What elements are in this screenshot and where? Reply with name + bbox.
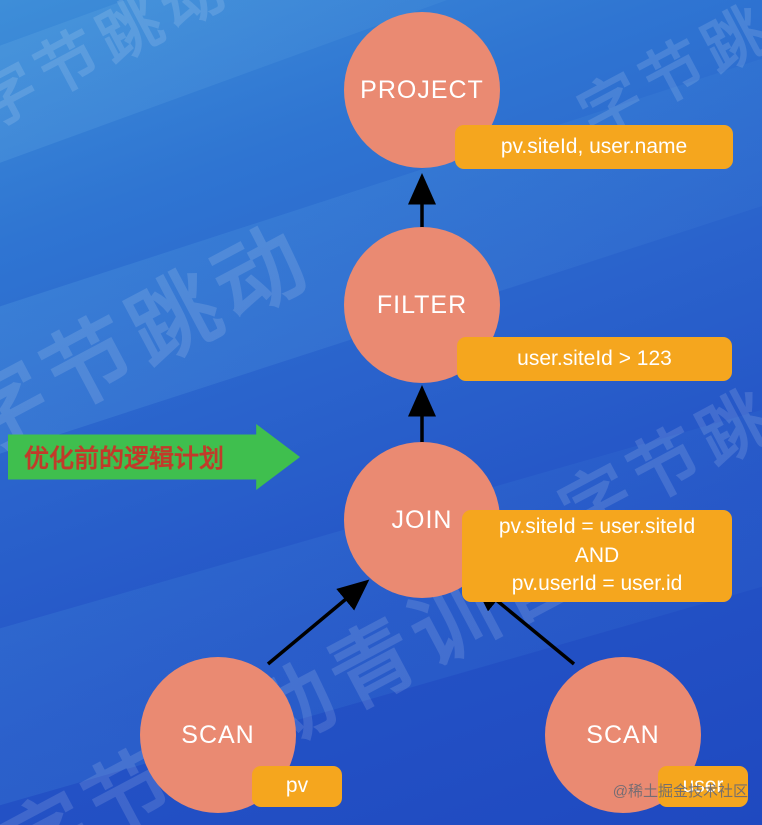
annotation-scan-user: user <box>658 766 748 807</box>
node-scan-user-label: SCAN <box>586 720 660 749</box>
arrow-scan-pv-to-join <box>266 579 370 666</box>
annotation-filter: user.siteId > 123 <box>457 337 732 381</box>
green-callout-label: 优化前的逻辑计划 <box>24 445 225 473</box>
credit-watermark: @稀土掘金技术社区 <box>612 783 748 800</box>
node-project-label: PROJECT <box>360 75 484 104</box>
annotation-join: pv.siteId = user.siteId AND pv.userId = … <box>462 510 732 602</box>
annotation-scan-pv: pv <box>252 766 342 807</box>
node-filter-label: FILTER <box>376 290 468 319</box>
annotation-project: pv.siteId, user.name <box>455 125 733 169</box>
node-scan-pv-label: SCAN <box>181 720 255 749</box>
green-callout-arrow: 优化前的逻辑计划 <box>8 424 300 490</box>
node-join-label: JOIN <box>391 505 453 534</box>
